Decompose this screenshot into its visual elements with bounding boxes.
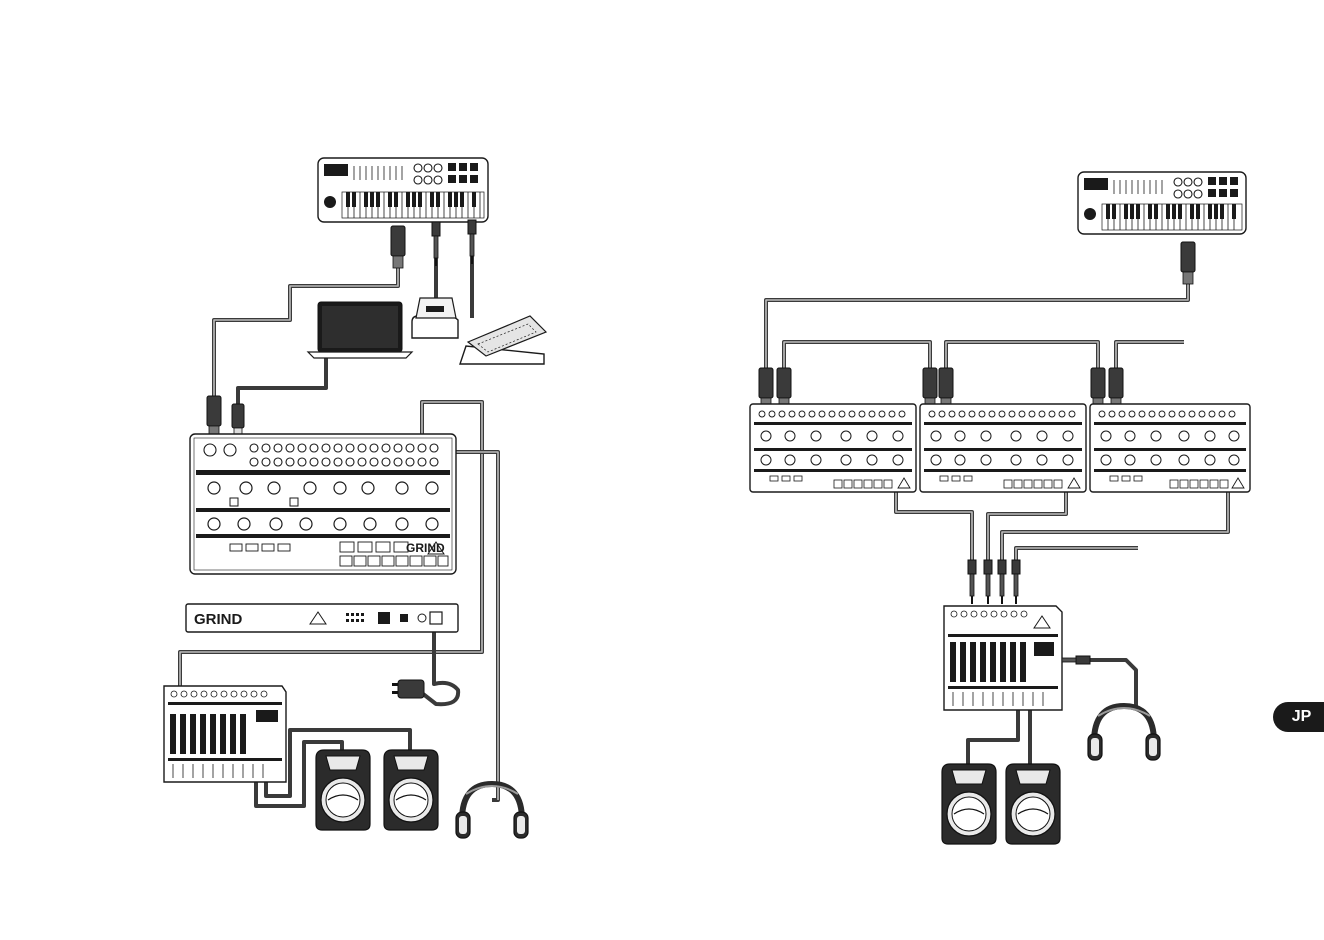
synth-logo: GRIND xyxy=(406,541,445,555)
midi-plug-icon xyxy=(391,226,405,268)
jack-plug-icon xyxy=(468,220,476,264)
language-badge: JP xyxy=(1273,702,1324,732)
right-setup-diagram xyxy=(750,172,1250,844)
left-setup-diagram: GRIND GRIND xyxy=(164,158,546,838)
mixer-icon xyxy=(164,686,286,782)
headphones-icon xyxy=(1088,706,1160,760)
speaker-icon xyxy=(316,750,370,830)
headphones-icon xyxy=(456,784,528,838)
expression-pedal-icon xyxy=(460,316,546,364)
synthesizer-icon xyxy=(920,404,1086,492)
midi-plug-icon xyxy=(207,396,221,438)
laptop-icon xyxy=(308,302,412,358)
synthesizer-icon: GRIND xyxy=(190,434,456,574)
jack-plug-icon xyxy=(1012,560,1020,604)
speaker-icon xyxy=(384,750,438,830)
jack-plug-icon xyxy=(1062,656,1090,664)
rack-module-icon: GRIND xyxy=(186,604,458,632)
synthesizer-icon xyxy=(1090,404,1250,492)
jack-plug-icon xyxy=(984,560,992,604)
mixer-icon xyxy=(944,606,1062,710)
midi-keyboard-icon xyxy=(1078,172,1246,234)
module-logo: GRIND xyxy=(194,611,243,628)
midi-keyboard-icon xyxy=(318,158,488,222)
usb-plug-icon xyxy=(232,404,244,438)
sustain-pedal-icon xyxy=(412,298,458,338)
jack-plug-icon xyxy=(432,222,440,266)
power-plug-icon xyxy=(392,680,424,698)
speaker-icon xyxy=(942,764,996,844)
jack-plug-icon xyxy=(968,560,976,604)
jack-plug-icon xyxy=(998,560,1006,604)
synthesizer-icon xyxy=(750,404,916,492)
speaker-icon xyxy=(1006,764,1060,844)
midi-plug-icon xyxy=(1181,242,1195,284)
